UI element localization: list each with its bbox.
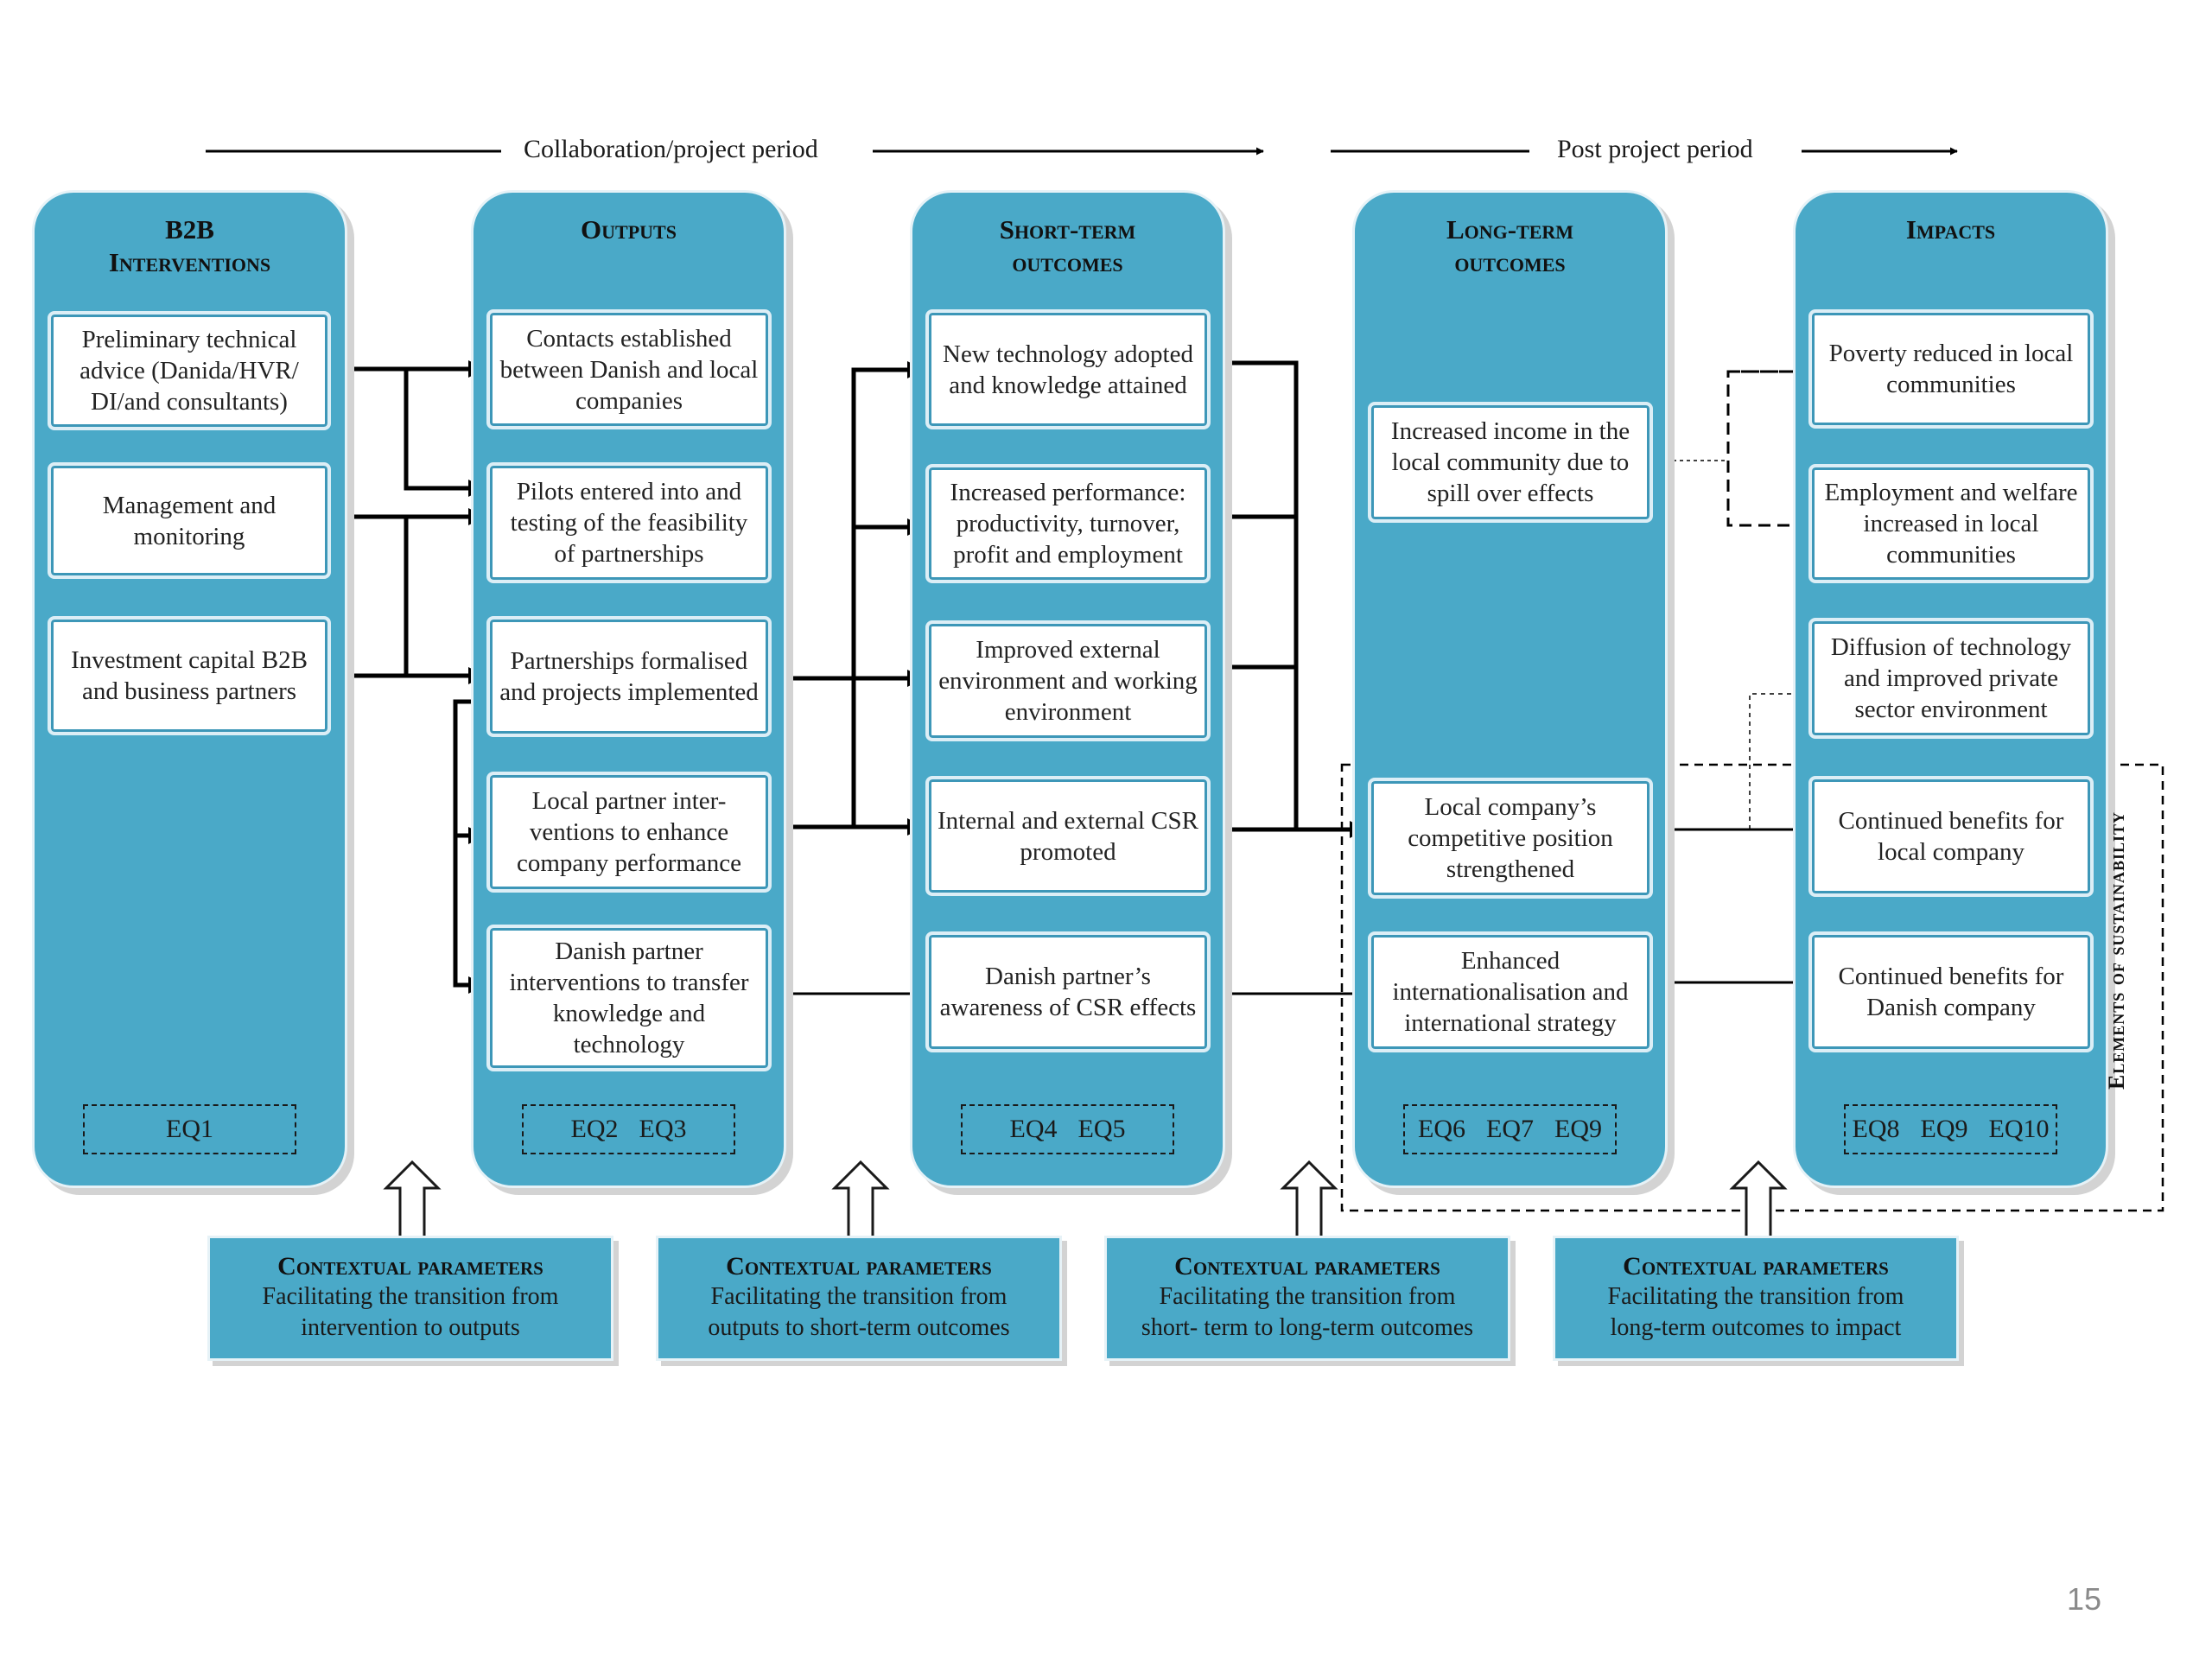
eq-label: EQ6 bbox=[1418, 1115, 1465, 1143]
box-management-and-monitoring: Management and monitoring bbox=[48, 462, 331, 579]
eq-label: EQ10 bbox=[1988, 1115, 2050, 1143]
contextual-parameters-4: Contextual parameters Facilitating the t… bbox=[1553, 1236, 1959, 1361]
contextual-title: Contextual parameters bbox=[726, 1252, 992, 1281]
eq-label: EQ5 bbox=[1077, 1115, 1126, 1143]
column-title: Short-term outcomes bbox=[999, 214, 1136, 277]
box-diffusion-of-technology: Diffusion of technology and improved pri… bbox=[1808, 618, 2094, 739]
contextual-text: Facilitating the transition from short- … bbox=[1141, 1283, 1474, 1341]
eq-label: EQ9 bbox=[1554, 1115, 1602, 1143]
evaluation-questions: EQ4 EQ5 bbox=[961, 1104, 1174, 1154]
box-danish-csr-awareness: Danish partner’s awareness of CSR effect… bbox=[925, 931, 1211, 1052]
box-increased-performance: Increased performance: productivity, tur… bbox=[925, 464, 1211, 583]
sustainability-label: Elements of sustainability bbox=[2104, 810, 2129, 1090]
eq-label: EQ7 bbox=[1486, 1115, 1534, 1143]
evaluation-questions: EQ6 EQ7 EQ9 bbox=[1403, 1104, 1617, 1154]
box-contacts-established: Contacts established between Danish and … bbox=[486, 309, 772, 429]
box-improved-environment: Improved external environment and workin… bbox=[925, 620, 1211, 741]
evaluation-questions: EQ2 EQ3 bbox=[522, 1104, 735, 1154]
project-period-label: Collaboration/project period bbox=[512, 135, 830, 164]
box-employment-welfare: Employment and welfare increased in loca… bbox=[1808, 464, 2094, 583]
eq-label: EQ1 bbox=[166, 1115, 213, 1143]
post-project-period-label: Post project period bbox=[1545, 135, 1765, 164]
box-benefits-danish-company: Continued benefits for Danish company bbox=[1808, 931, 2094, 1052]
contextual-text: Facilitating the transition from interve… bbox=[262, 1283, 559, 1341]
eq-label: EQ3 bbox=[639, 1115, 687, 1143]
box-new-technology-adopted: New technology adopted and knowledge att… bbox=[925, 309, 1211, 429]
eq-label: EQ9 bbox=[1920, 1115, 1968, 1143]
page-number: 15 bbox=[2067, 1581, 2102, 1617]
box-enhanced-internationalisation: Enhanced internationalisation and intern… bbox=[1368, 931, 1653, 1052]
contextual-title: Contextual parameters bbox=[277, 1252, 543, 1281]
eq-label: EQ4 bbox=[1009, 1115, 1058, 1143]
contextual-title: Contextual parameters bbox=[1174, 1252, 1440, 1281]
box-partnerships-formalised: Partnerships formalised and projects imp… bbox=[486, 616, 772, 737]
box-preliminary-technical-advice: Preliminary technical advice (Danida/HVR… bbox=[48, 311, 331, 430]
contextual-parameters-2: Contextual parameters Facilitating the t… bbox=[656, 1236, 1062, 1361]
box-csr-promoted: Internal and external CSR promoted bbox=[925, 776, 1211, 896]
box-competitive-position: Local company’s competitive position str… bbox=[1368, 778, 1653, 899]
evaluation-questions: EQ8 EQ9 EQ10 bbox=[1844, 1104, 2057, 1154]
contextual-title: Contextual parameters bbox=[1623, 1252, 1889, 1281]
evaluation-questions: EQ1 bbox=[83, 1104, 296, 1154]
column-title: B2B Interventions bbox=[108, 214, 271, 277]
box-increased-income: Increased income in the local community … bbox=[1368, 402, 1653, 523]
eq-label: EQ2 bbox=[570, 1115, 619, 1143]
contextual-hollow-arrows bbox=[383, 1160, 1788, 1256]
box-danish-partner-interventions: Danish partner interventions to transfer… bbox=[486, 925, 772, 1071]
contextual-parameters-1: Contextual parameters Facilitating the t… bbox=[207, 1236, 613, 1361]
box-poverty-reduced: Poverty reduced in local communities bbox=[1808, 309, 2094, 429]
box-benefits-local-company: Continued benefits for local company bbox=[1808, 776, 2094, 897]
contextual-text: Facilitating the transition from outputs… bbox=[708, 1283, 1010, 1341]
eq-label: EQ8 bbox=[1852, 1115, 1900, 1143]
contextual-text: Facilitating the transition from long-te… bbox=[1607, 1283, 1904, 1341]
column-title: Impacts bbox=[1905, 214, 1996, 245]
contextual-parameters-3: Contextual parameters Facilitating the t… bbox=[1104, 1236, 1510, 1361]
box-investment-capital: Investment capital B2B and business part… bbox=[48, 616, 331, 735]
column-title: Outputs bbox=[581, 214, 677, 245]
box-pilots-entered: Pilots entered into and testing of the f… bbox=[486, 462, 772, 583]
column-title: Long-term outcomes bbox=[1446, 214, 1574, 277]
box-local-partner-interventions: Local partner inter- ventions to enhance… bbox=[486, 772, 772, 893]
